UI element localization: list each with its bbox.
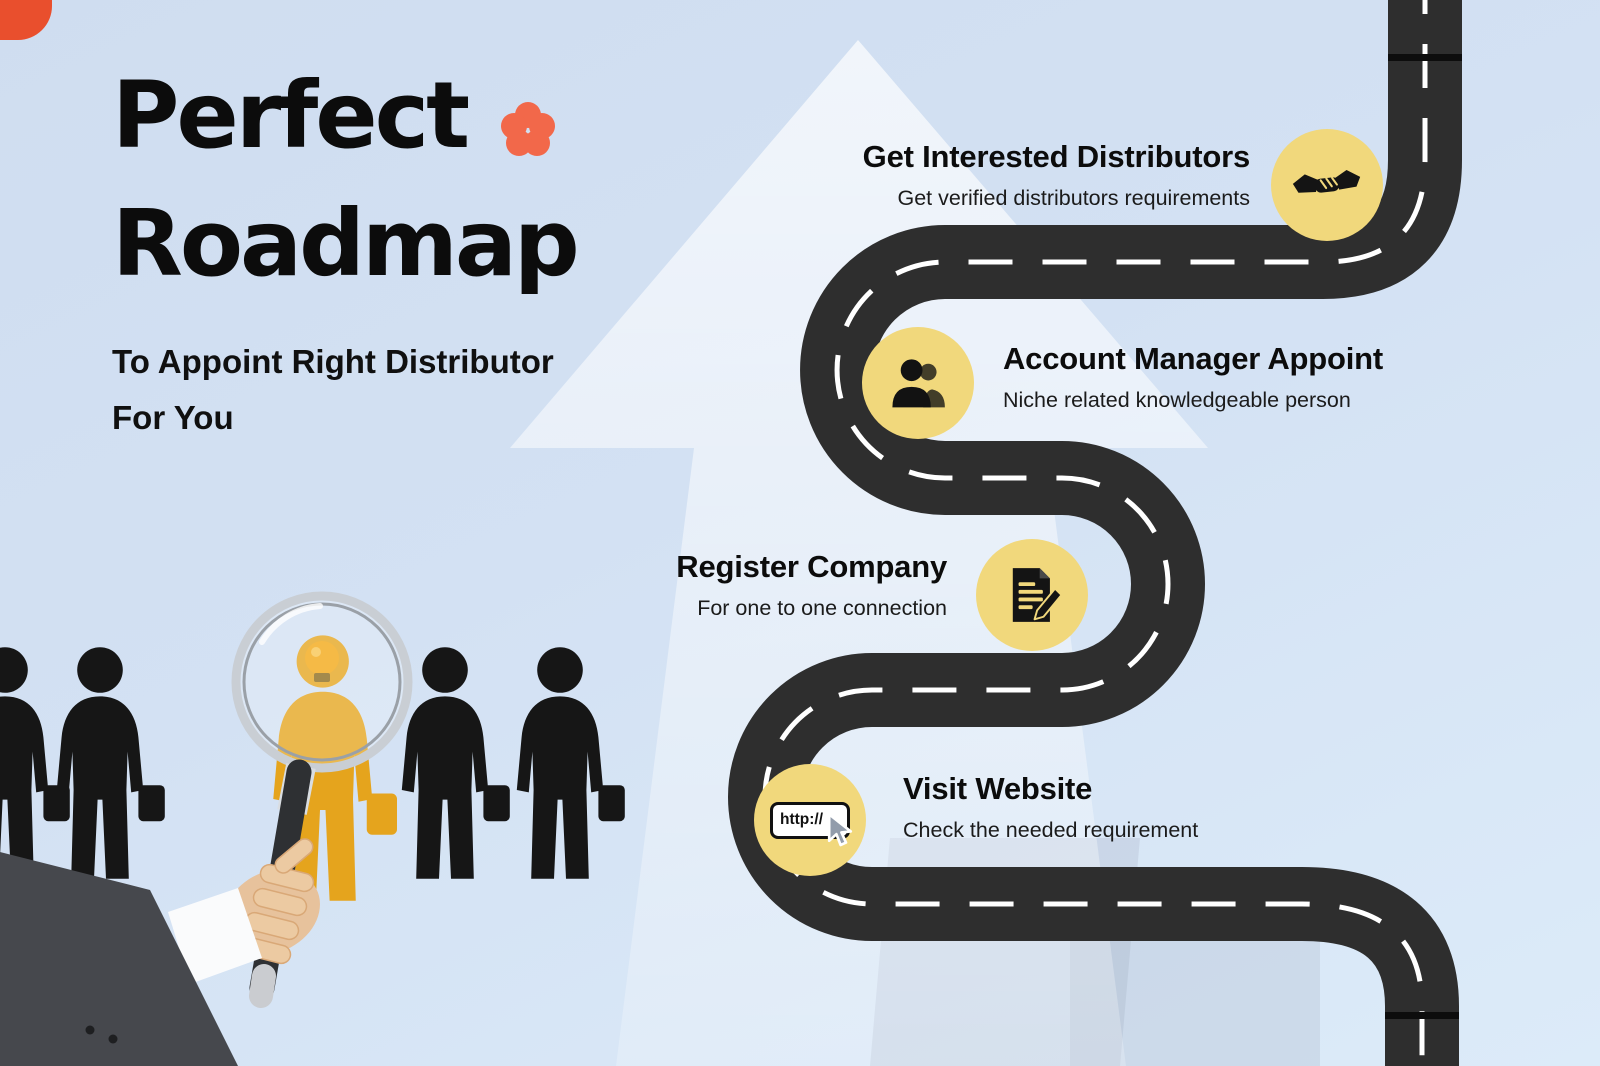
register-badge xyxy=(976,539,1088,651)
url-label: http:// xyxy=(780,811,824,828)
people-badge xyxy=(862,327,974,439)
website-badge: http:// xyxy=(754,764,866,876)
person-silhouette xyxy=(516,647,625,879)
handshake-icon xyxy=(1292,170,1361,193)
title-word-roadmap: Roadmap xyxy=(112,190,580,297)
person-silhouette xyxy=(401,647,510,879)
milestone-description: Niche related knowledgeable person xyxy=(1003,387,1351,412)
milestone-get-interested-distributors: Get Interested Distributors Get verified… xyxy=(862,139,1251,213)
document-pencil-icon xyxy=(1012,568,1063,622)
road-joint-top xyxy=(1388,54,1462,61)
milestone-title: Visit Website xyxy=(903,771,1093,806)
title-line-2: Roadmap xyxy=(112,180,580,308)
lightbulb-icon xyxy=(305,641,339,682)
title-line-1: Perfect xyxy=(112,52,577,180)
milestone-description: Check the needed requirement xyxy=(903,817,1199,842)
flower-accent-icon xyxy=(501,102,556,156)
shirt-cuff xyxy=(168,888,262,984)
hand-holding-magnifier xyxy=(0,838,320,1066)
browser-url-icon: http:// xyxy=(770,801,853,846)
handshake-badge xyxy=(1271,129,1383,241)
milestone-description: For one to one connection xyxy=(697,595,947,620)
milestone-account-manager-appoint: Account Manager Appoint Niche related kn… xyxy=(1003,341,1384,415)
milestone-title: Account Manager Appoint xyxy=(1003,341,1384,376)
milestone-title: Get Interested Distributors xyxy=(862,139,1251,174)
subtitle: To Appoint Right Distributor For You xyxy=(112,334,577,446)
cursor-icon xyxy=(827,812,853,846)
milestone-title: Register Company xyxy=(676,549,947,584)
road-center-dashes xyxy=(762,0,1428,1066)
road-joint-bottom xyxy=(1385,1012,1459,1019)
milestone-visit-website: Visit Website Check the needed requireme… xyxy=(903,771,1199,845)
subtitle-line-2: For You xyxy=(112,399,234,436)
people-icon xyxy=(892,359,945,408)
milestone-description: Get verified distributors requirements xyxy=(897,185,1250,210)
title-word-perfect: Perfect xyxy=(112,62,470,169)
suit-sleeve xyxy=(0,852,238,1066)
person-silhouette xyxy=(56,647,165,879)
title-block: Perfect Roadmap To Appoint Right Distrib… xyxy=(112,52,580,446)
subtitle-line-1: To Appoint Right Distributor xyxy=(112,343,554,380)
milestone-register-company: Register Company For one to one connecti… xyxy=(676,549,947,623)
magnifying-glass-lens xyxy=(231,591,413,773)
magnifier-scene xyxy=(0,591,625,1066)
